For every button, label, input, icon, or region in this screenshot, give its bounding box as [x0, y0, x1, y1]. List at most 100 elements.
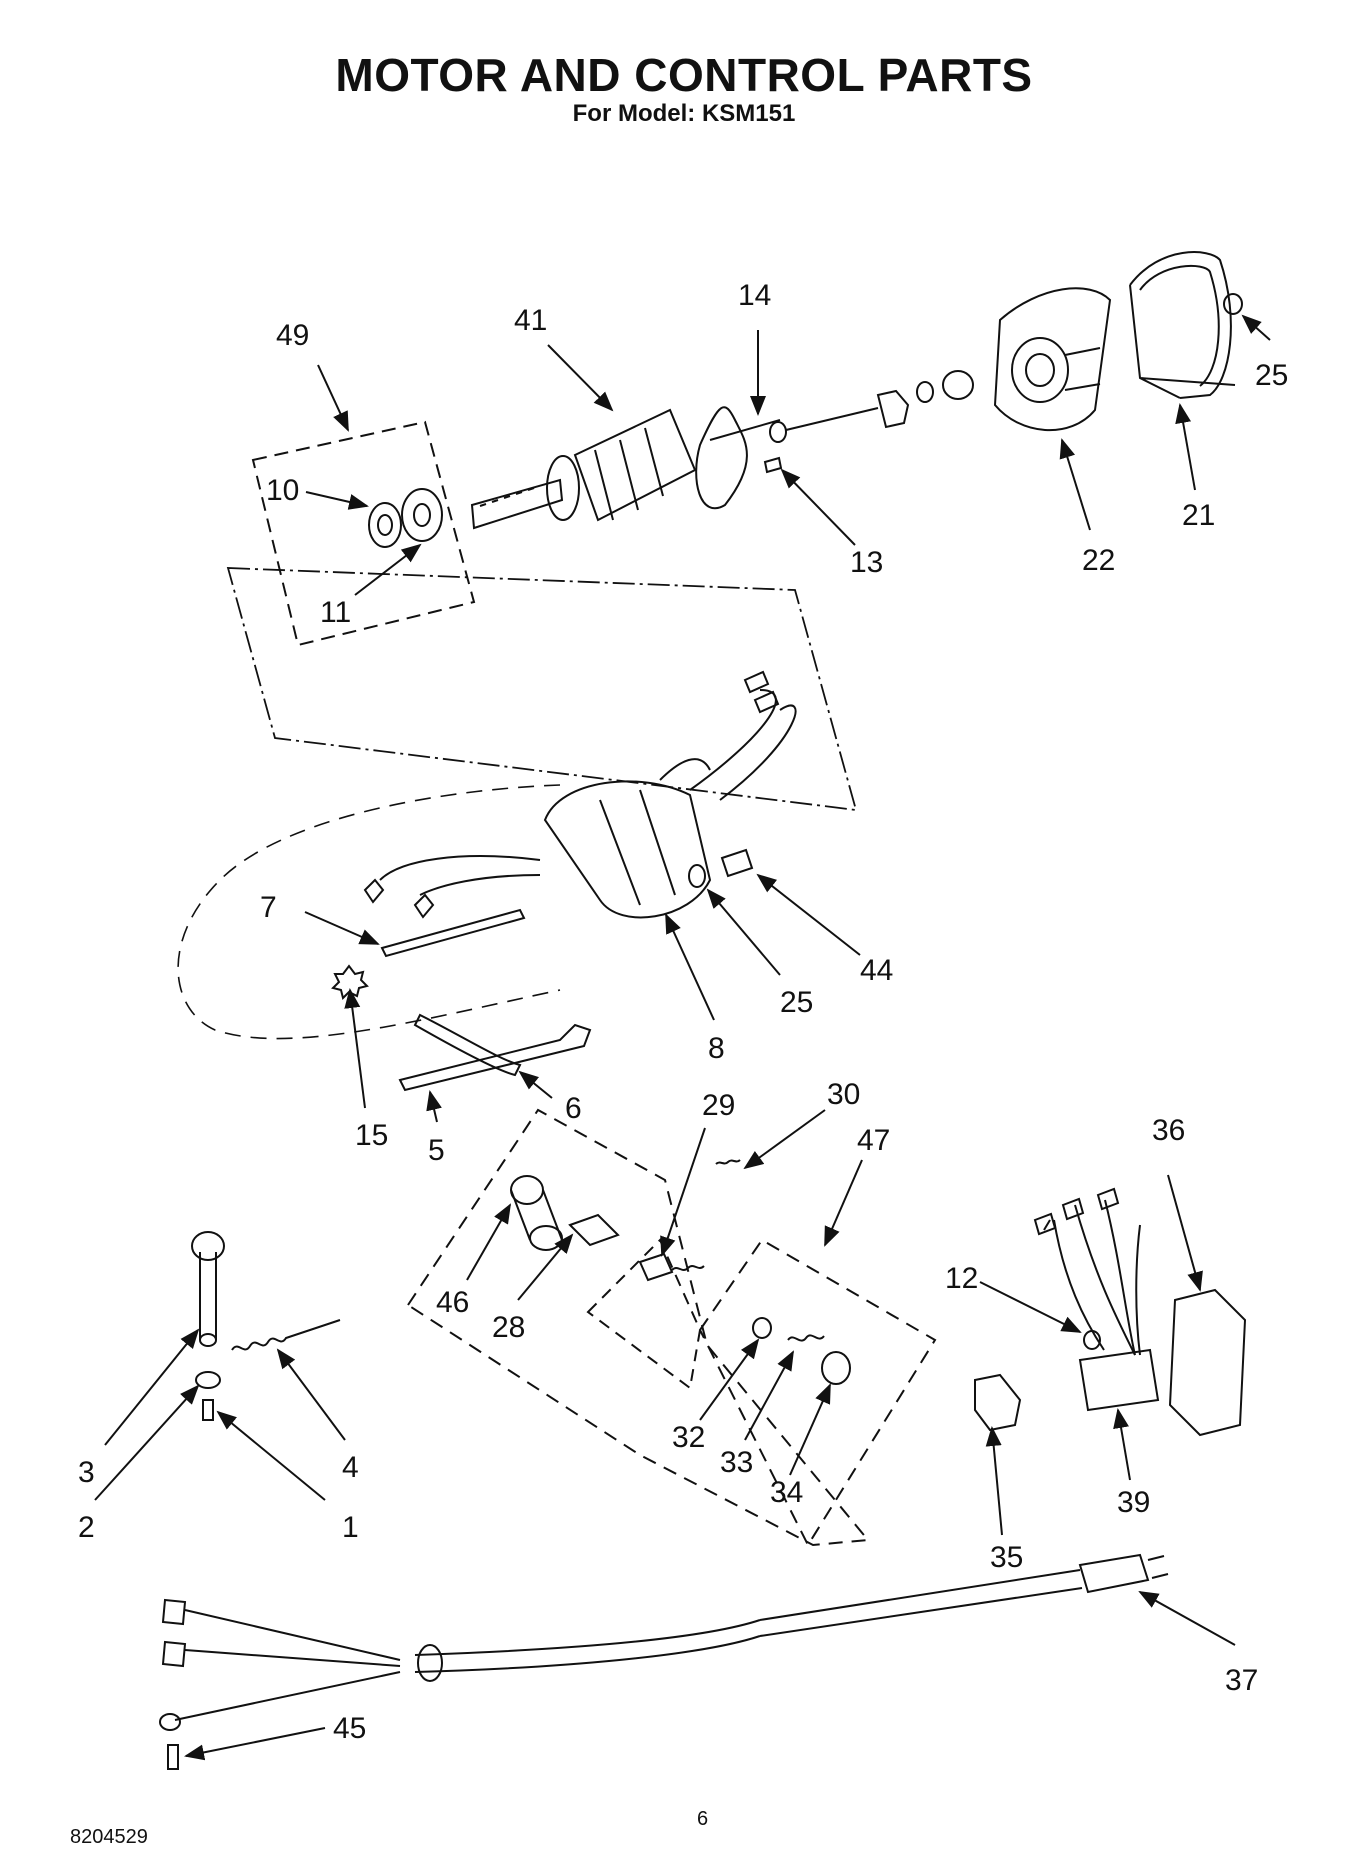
washer-2 — [195, 1371, 221, 1389]
leader-35 — [985, 1426, 1003, 1536]
page-title: MOTOR AND CONTROL PARTS — [335, 49, 1033, 101]
callout-41: 41 — [514, 304, 547, 337]
callout-45: 45 — [333, 1712, 366, 1745]
callout-28: 28 — [492, 1311, 525, 1344]
leader-29 — [660, 1127, 706, 1257]
leader-12 — [979, 1281, 1082, 1333]
leader-37 — [1138, 1591, 1236, 1646]
clip — [876, 389, 910, 429]
callout-7: 7 — [260, 891, 277, 924]
leader-39 — [1113, 1408, 1131, 1481]
callout-11: 11 — [320, 596, 351, 629]
screw-13 — [763, 456, 783, 474]
leader-46 — [466, 1203, 511, 1281]
bar-5 — [398, 1023, 592, 1092]
leader-36 — [1167, 1174, 1203, 1292]
cap-32 — [752, 1317, 772, 1339]
shaft-line — [785, 407, 879, 431]
leader-1 — [216, 1410, 326, 1501]
leader-44 — [756, 873, 861, 956]
connector-35 — [974, 1373, 1022, 1432]
callout-49: 49 — [276, 319, 309, 352]
armature-41 — [470, 406, 781, 530]
document-number: 8204529 — [70, 1826, 148, 1848]
leader-33 — [744, 1350, 794, 1441]
bearing-sleeve — [942, 370, 974, 400]
sleeve-44 — [720, 848, 754, 878]
callout-13: 13 — [850, 546, 883, 579]
leader-25b — [706, 888, 781, 976]
spring-33 — [787, 1334, 825, 1342]
callout-32: 32 — [672, 1421, 705, 1454]
switch-39 — [1033, 1187, 1160, 1412]
spring-6 — [413, 1013, 522, 1077]
callout-14: 14 — [738, 279, 771, 312]
brush-holder-assembly-outline — [406, 1108, 870, 1547]
callout-46: 46 — [436, 1286, 469, 1319]
leader-47 — [824, 1159, 863, 1247]
leader-4 — [276, 1348, 346, 1441]
leader-2 — [94, 1384, 200, 1501]
callout-2: 2 — [78, 1511, 95, 1544]
field-assembly-8 — [363, 670, 797, 919]
leader-41 — [547, 344, 614, 412]
spring-4 — [231, 1319, 341, 1351]
screw-45 — [167, 1744, 179, 1770]
lever-3 — [191, 1231, 225, 1347]
callout-12: 12 — [945, 1262, 978, 1295]
leader-11 — [354, 543, 422, 596]
leader-45 — [184, 1727, 326, 1761]
leader-10 — [305, 491, 369, 510]
callout-6: 6 — [565, 1092, 582, 1125]
control-board-36 — [1168, 1288, 1247, 1437]
long-screw-7 — [380, 908, 526, 958]
leader-32 — [699, 1338, 760, 1421]
washer-14 — [769, 421, 787, 443]
callout-3: 3 — [78, 1456, 95, 1489]
leader-25a — [1241, 314, 1271, 341]
callout-34: 34 — [770, 1476, 803, 1509]
callout-29: 29 — [702, 1089, 735, 1122]
leader-28 — [517, 1233, 574, 1301]
callout-22: 22 — [1082, 544, 1115, 577]
page-number: 6 — [697, 1808, 709, 1830]
leader-7 — [304, 911, 380, 945]
leader-49 — [317, 364, 349, 432]
leader-34 — [789, 1383, 831, 1476]
callout-37: 37 — [1225, 1664, 1258, 1697]
nut-25-top — [1223, 293, 1243, 315]
callout-39: 39 — [1117, 1486, 1150, 1519]
callout-5: 5 — [428, 1134, 445, 1167]
bearing-kit-49-outline — [251, 420, 476, 647]
callout-4: 4 — [342, 1451, 359, 1484]
callout-47: 47 — [857, 1124, 890, 1157]
leader-30 — [743, 1109, 826, 1170]
nut-25-bottom — [688, 864, 706, 888]
model-subtitle: For Model: KSM151 — [572, 100, 796, 127]
brush-holder-46 — [510, 1175, 563, 1251]
leader-21 — [1175, 403, 1196, 491]
callout-36: 36 — [1152, 1114, 1185, 1147]
callout-30: 30 — [827, 1078, 860, 1111]
leader-3 — [104, 1328, 200, 1446]
callout-25: 25 — [1255, 359, 1288, 392]
mounting-ring-21 — [1129, 251, 1236, 399]
end-bell-22 — [993, 287, 1112, 431]
callout-1: 1 — [342, 1511, 359, 1544]
callout-8: 8 — [708, 1032, 725, 1065]
callout-10: 10 — [266, 474, 299, 507]
brush-spring-29 — [638, 1252, 705, 1282]
brush-kit-47-outline — [586, 1238, 702, 1390]
leader-8 — [665, 913, 715, 1021]
screw-1 — [202, 1399, 214, 1421]
leader-5 — [426, 1090, 442, 1123]
leader-6 — [518, 1070, 553, 1099]
brush-cap-kit-outline — [698, 1238, 937, 1548]
housing-phantom-outline — [177, 784, 561, 1040]
bearing-10 — [368, 502, 402, 548]
bearing-11 — [401, 488, 443, 542]
brush-cap-34 — [821, 1351, 851, 1385]
armature-assembly-outline — [226, 567, 858, 812]
callout-25: 25 — [780, 986, 813, 1019]
